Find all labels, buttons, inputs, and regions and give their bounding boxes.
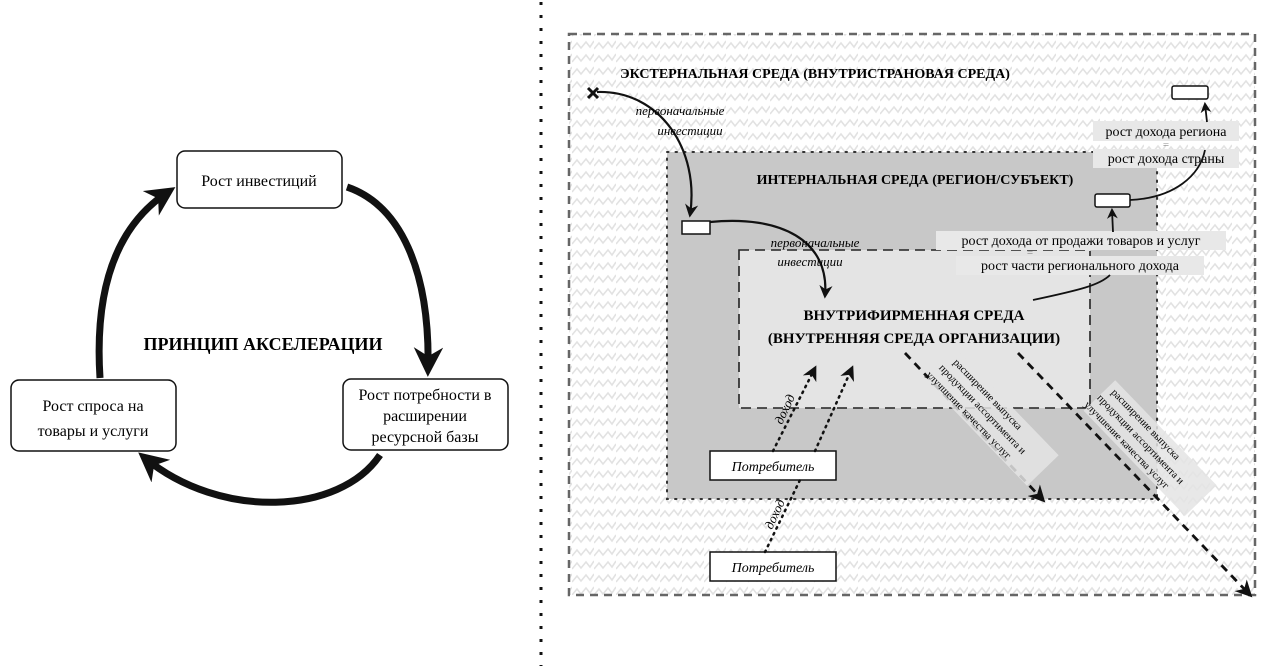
region-node <box>681 220 711 235</box>
region-income-arrow <box>1129 104 1207 201</box>
node-resource-text-1: Рост потребности в <box>359 387 492 404</box>
node-resource-box <box>342 378 509 451</box>
region-income-line1: рост дохода региона <box>1105 125 1227 140</box>
node-resource-text-2: расширении <box>383 408 467 425</box>
internal-env-title: ИНТЕРНАЛЬНАЯ СРЕДА (РЕГИОН/СУБЪЕКТ) <box>757 173 1074 188</box>
income-arrow-1 <box>771 365 817 453</box>
initial-investment-outer-2: инвестиции <box>657 123 723 138</box>
sales-income-line2: рост части регионального дохода <box>981 259 1180 274</box>
sales-income-arrow <box>1032 210 1113 301</box>
sales-income-line1: рост дохода от продажи товаров и услуг <box>962 234 1201 249</box>
node-demand-box <box>10 379 177 452</box>
node-resource-text-3: ресурсной базы <box>372 429 479 446</box>
cycle-arrow-investment-to-resource <box>345 183 444 377</box>
start-cross-icon <box>586 86 600 100</box>
region-income-line2: рост дохода страны <box>1108 152 1225 167</box>
node-investment-box <box>176 150 343 209</box>
initial-investment-arrow-outer <box>596 90 699 218</box>
internal-region-node <box>1094 193 1131 208</box>
income-arrow-2 <box>813 365 854 453</box>
firm-env-title-2: (ВНУТРЕННЯЯ СРЕДА ОРГАНИЗАЦИИ) <box>768 331 1060 347</box>
node-demand-text-2: товары и услуги <box>38 423 149 440</box>
country-node <box>1171 85 1209 100</box>
cycle-arrow-demand-to-investment <box>95 187 176 379</box>
cycle-arrow-resource-to-demand <box>138 452 383 506</box>
consumer-inner-box <box>709 450 837 481</box>
initial-investment-outer-1: первоначальные <box>636 103 725 118</box>
environment-diagram: ЭКСТЕРНАЛЬНАЯ СРЕДА (ВНУТРИСТРАНОВАЯ СРЕ… <box>567 32 1257 598</box>
node-investment-text: Рост инвестиций <box>201 173 317 190</box>
cycle-title: ПРИНЦИП АКСЕЛЕРАЦИИ <box>144 334 383 354</box>
node-demand-text-1: Рост спроса на <box>42 398 143 415</box>
consumer-inner-text: Потребитель <box>731 460 815 475</box>
consumer-outer-box <box>709 551 837 582</box>
initial-investment-inner-1: первоначальные <box>771 235 860 250</box>
external-env-border <box>567 32 1257 597</box>
region-income-eq: = <box>1163 139 1169 151</box>
acceleration-cycle: Рост инвестиций Рост потребности в расши… <box>10 150 509 506</box>
initial-investment-arrow-inner <box>709 219 833 299</box>
sales-income-eq: = <box>1027 247 1033 259</box>
consumer-outer-text: Потребитель <box>731 561 815 576</box>
income-arrow-3 <box>763 478 802 554</box>
firm-env-area <box>739 250 1090 408</box>
external-env-title: ЭКСТЕРНАЛЬНАЯ СРЕДА (ВНУТРИСТРАНОВАЯ СРЕ… <box>620 67 1010 82</box>
initial-investment-inner-2: инвестиции <box>777 254 843 269</box>
internal-env-border <box>666 151 1158 500</box>
firm-env-title-1: ВНУТРИФИРМЕННАЯ СРЕДА <box>803 308 1024 324</box>
